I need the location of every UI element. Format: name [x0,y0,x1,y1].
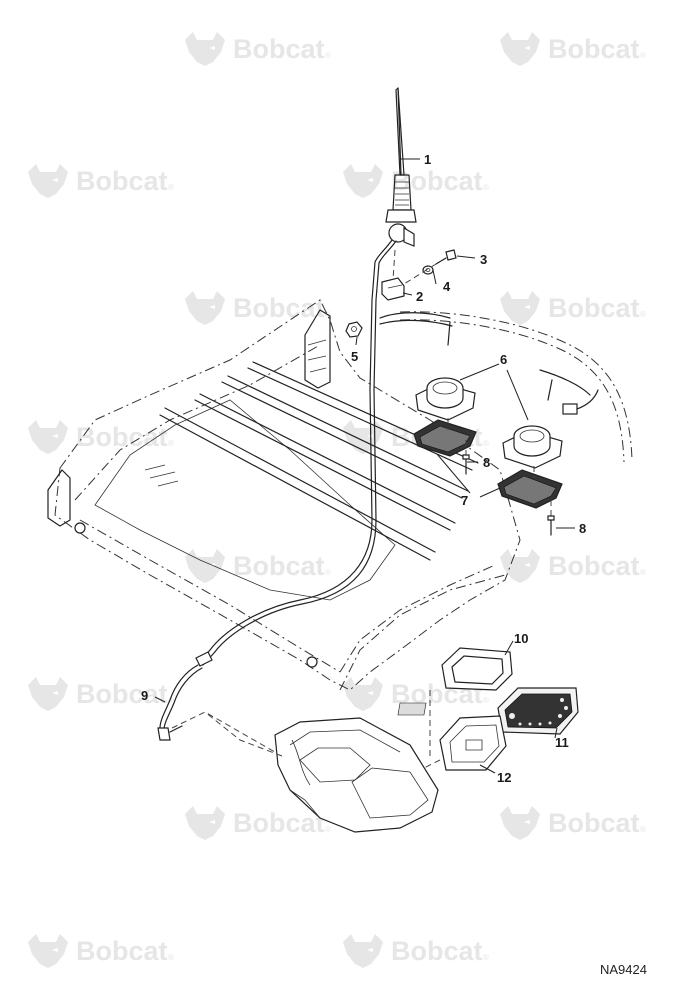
watermark-logo: Bobcat® [343,934,489,968]
drawing-number: NA9424 [600,962,647,977]
callout-2: 2 [416,289,423,304]
overhead-console [204,711,439,833]
antenna-assembly [199,87,417,666]
speaker-right [502,425,563,469]
bobcat-head-logo [500,549,540,583]
watermark-text: Bobcat [548,34,640,64]
speaker-grille-left [413,419,477,457]
bobcat-head-logo [343,934,383,968]
mount-hardware [345,249,457,338]
watermark-text: Bobcat [233,551,325,581]
watermark-registered-mark: ® [168,696,174,705]
watermark-text: Bobcat [76,936,168,966]
watermark-registered-mark: ® [483,953,489,962]
callout-8b: 8 [579,521,586,536]
watermark-logo: Bobcat® [28,934,174,968]
antenna-extension-cable [157,651,281,756]
watermark-logo: Bobcat® [185,549,331,583]
bobcat-head-logo [500,806,540,840]
bobcat-head-logo [185,291,225,325]
callout-12: 12 [497,770,511,785]
watermark-logo: Bobcat® [185,291,331,325]
callout-3: 3 [480,252,487,267]
leader-lines [154,158,575,774]
bobcat-head-logo [500,32,540,66]
watermark-registered-mark: ® [168,953,174,962]
watermark-text: Bobcat [233,293,325,323]
watermark-registered-mark: ® [640,310,646,319]
watermark-registered-mark: ® [483,696,489,705]
bobcat-head-logo [185,806,225,840]
watermark-registered-mark: ® [325,825,331,834]
watermark-registered-mark: ® [168,183,174,192]
bobcat-head-logo [28,934,68,968]
bobcat-head-logo [343,677,383,711]
callout-1: 1 [424,152,431,167]
callout-11: 11 [555,735,569,750]
watermark-registered-mark: ® [325,568,331,577]
watermark-logo: Bobcat® [28,420,174,454]
callout-9: 9 [141,688,148,703]
bobcat-head-logo [343,420,383,454]
bobcat-head-logo [28,164,68,198]
watermark-logo: Bobcat® [28,677,174,711]
watermark-text: Bobcat [391,166,483,196]
speaker-grille-right [497,469,563,509]
watermark-registered-mark: ® [640,825,646,834]
watermark-text: Bobcat [76,679,168,709]
watermark-text: Bobcat [548,551,640,581]
watermark-registered-mark: ® [640,51,646,60]
wiring-harness [379,311,633,463]
grille-screws [447,418,555,536]
bobcat-head-logo [28,420,68,454]
callout-4: 4 [443,279,451,294]
bobcat-head-logo [343,164,383,198]
watermark-logo: Bobcat® [500,806,646,840]
watermark-text: Bobcat [76,166,168,196]
watermark-text: Bobcat [391,936,483,966]
callout-labels: 1 2 3 4 5 6 7 8 8 9 10 11 12 [141,152,586,785]
watermark-registered-mark: ® [325,51,331,60]
callout-8a: 8 [483,455,490,470]
watermark-text: Bobcat [233,808,325,838]
watermark-logo: Bobcat® [185,32,331,66]
watermark-text: Bobcat [548,808,640,838]
watermark-registered-mark: ® [483,439,489,448]
callout-6: 6 [500,352,507,367]
watermark-text: Bobcat [76,422,168,452]
watermark-registered-mark: ® [483,183,489,192]
callout-7: 7 [461,493,468,508]
watermark-registered-mark: ® [640,568,646,577]
watermark-text: Bobcat [548,293,640,323]
radio-bezel [429,647,513,760]
bobcat-head-logo [185,32,225,66]
radio-unit [397,687,579,735]
speaker-left [415,377,476,421]
watermark-logo: Bobcat® [343,164,489,198]
watermark-logo: Bobcat® [500,549,646,583]
bobcat-head-logo [500,291,540,325]
watermark-logo: Bobcat® [500,32,646,66]
watermark-logo: Bobcat® [28,164,174,198]
bobcat-head-logo [185,549,225,583]
watermark-registered-mark: ® [168,439,174,448]
watermark-logo: Bobcat® [500,291,646,325]
cab-roof [47,299,521,691]
callout-10: 10 [514,631,528,646]
callout-5: 5 [351,349,358,364]
watermark-text: Bobcat [233,34,325,64]
watermark-logo: Bobcat® [185,806,331,840]
bobcat-head-logo [28,677,68,711]
